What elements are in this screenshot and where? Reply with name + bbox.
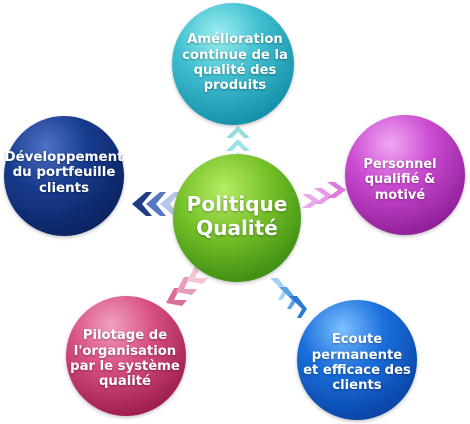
left-node-circle bbox=[4, 116, 124, 236]
right-node-circle bbox=[345, 115, 465, 235]
bottom-right-node-label: Ecoute permanente et efficace des client… bbox=[303, 332, 411, 394]
top-arrow-chevron-2 bbox=[226, 139, 250, 151]
center-node-label: Politique Qualité bbox=[186, 191, 288, 240]
left-arrow-chevron-1 bbox=[132, 192, 152, 216]
bottom-left-node-circle bbox=[66, 296, 186, 416]
bottom-left-arrow-chevron-3 bbox=[187, 266, 208, 284]
right-arrow-chevron-3 bbox=[327, 182, 346, 198]
bottom-left-arrow-group bbox=[166, 266, 208, 306]
top-arrow-chevron-1 bbox=[226, 126, 250, 138]
left-node-label: Développement du portfeuille clients bbox=[4, 149, 124, 196]
center-node-circle bbox=[173, 154, 301, 282]
right-arrow-chevron-2 bbox=[314, 188, 333, 204]
bottom-left-node-label: Pilotage de l'organisation par le systèm… bbox=[70, 328, 180, 390]
top-node-circle bbox=[172, 3, 294, 125]
bottom-right-arrow-group bbox=[270, 278, 307, 318]
bottom-left-arrow-chevron-2 bbox=[176, 277, 197, 295]
bottom-right-arrow-chevron-1 bbox=[270, 278, 288, 300]
bottom-right-arrow-chevron-3 bbox=[289, 296, 307, 318]
right-node-label: Personnel qualifié & motivé bbox=[363, 157, 437, 203]
left-arrow-chevron-2 bbox=[146, 192, 166, 216]
bottom-left-arrow-chevron-1 bbox=[166, 288, 187, 306]
right-arrow-chevron-1 bbox=[302, 194, 320, 208]
bottom-right-arrow-chevron-2 bbox=[279, 287, 297, 309]
top-node-label: Amélioration continue de la qualité des … bbox=[182, 32, 288, 94]
bottom-right-node-circle bbox=[297, 300, 417, 420]
right-arrow-group bbox=[302, 182, 346, 208]
